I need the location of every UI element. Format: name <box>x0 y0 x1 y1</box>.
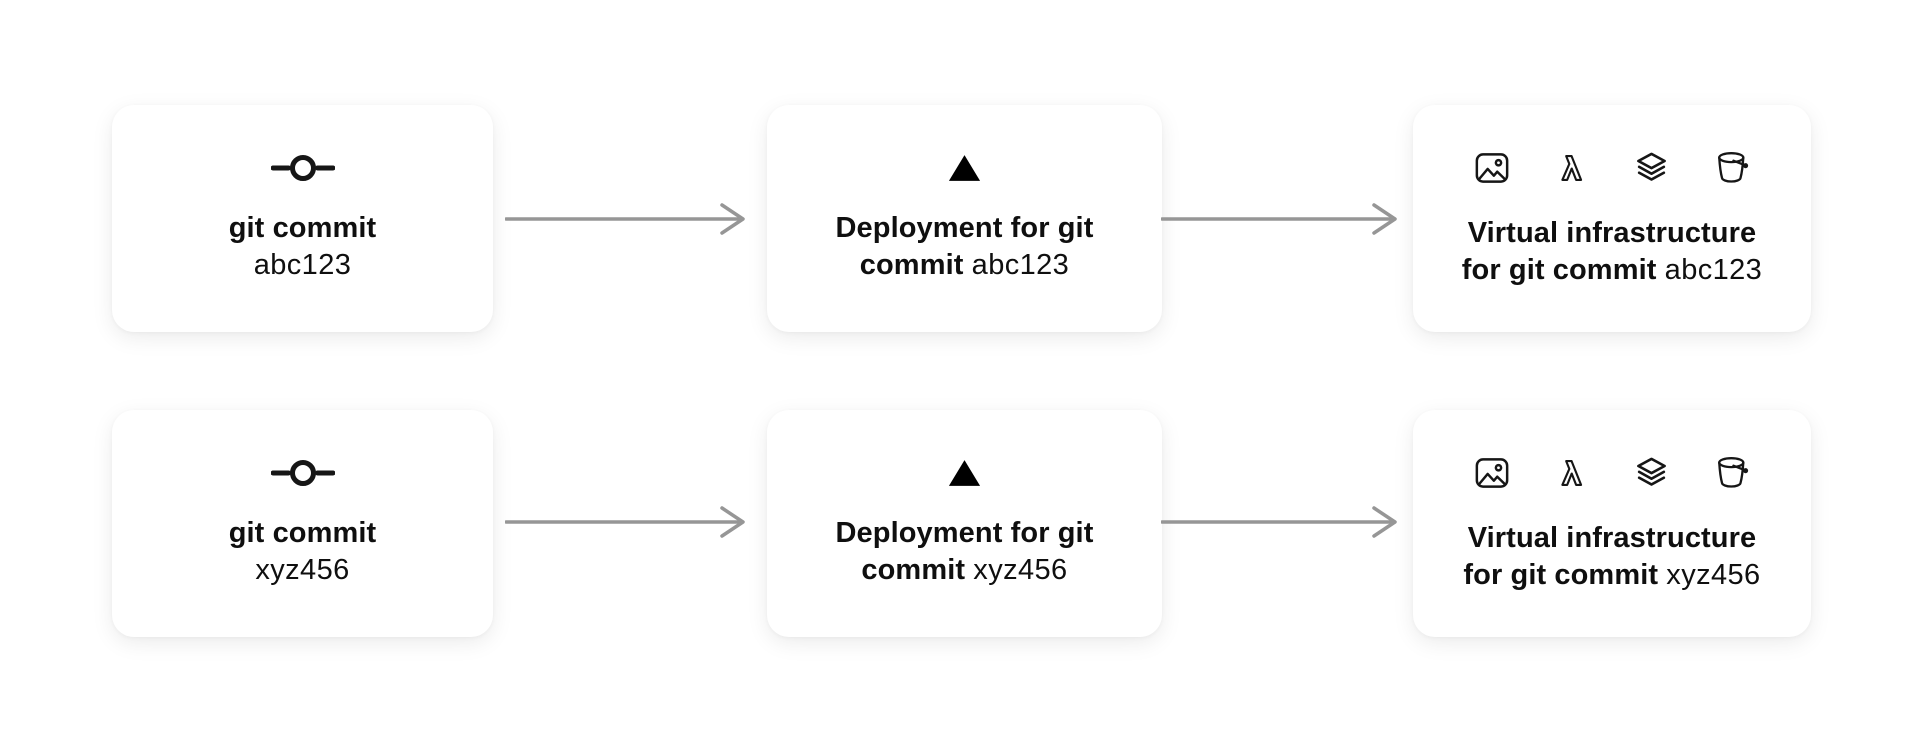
image-icon <box>1475 457 1509 488</box>
infra-label-line1: Virtual infrastructure <box>1467 521 1757 554</box>
deployment-node: Deployment for git commit abc123 <box>767 105 1162 332</box>
commit-label: git commit <box>228 516 377 549</box>
deployment-hash: xyz456 <box>973 553 1068 586</box>
node-label: Deployment for git commit abc123 <box>836 210 1094 284</box>
bucket-icon <box>1718 457 1749 488</box>
lambda-icon <box>1561 154 1583 181</box>
node-label: Virtual infrastructure for git commit ab… <box>1462 215 1762 289</box>
image-icon <box>1475 152 1509 183</box>
deployment-label-line2: commit <box>859 248 964 281</box>
git-commit-icon <box>270 154 335 181</box>
commit-label: git commit <box>228 211 377 244</box>
commit-hash: xyz456 <box>255 553 350 586</box>
infra-label-line2: for git commit <box>1463 558 1659 591</box>
infra-icon-row <box>1473 454 1751 492</box>
infra-label-line2: for git commit <box>1461 253 1657 286</box>
commit-hash: abc123 <box>253 248 352 281</box>
node-label: git commit xyz456 <box>229 515 377 589</box>
deployment-label-line2: commit <box>861 553 966 586</box>
deployment-hash: abc123 <box>971 248 1070 281</box>
git-commit-node: git commit abc123 <box>112 105 493 332</box>
flow-arrow <box>1161 203 1397 235</box>
infra-hash: xyz456 <box>1666 558 1761 591</box>
vercel-triangle-icon <box>948 459 981 486</box>
lambda-icon <box>1561 459 1583 486</box>
bucket-icon <box>1718 152 1749 183</box>
deployment-label-line1: Deployment for git <box>835 516 1094 549</box>
layers-icon <box>1637 152 1666 181</box>
node-label: Virtual infrastructure for git commit xy… <box>1463 520 1760 594</box>
infra-hash: abc123 <box>1664 253 1763 286</box>
node-label: git commit abc123 <box>229 210 377 284</box>
git-commit-icon <box>270 459 335 486</box>
layers-icon <box>1637 457 1666 486</box>
deployment-label-line1: Deployment for git <box>835 211 1094 244</box>
flow-arrow <box>505 506 745 538</box>
infra-label-line1: Virtual infrastructure <box>1467 216 1757 249</box>
infrastructure-node: Virtual infrastructure for git commit ab… <box>1413 105 1811 332</box>
node-label: Deployment for git commit xyz456 <box>836 515 1094 589</box>
vercel-triangle-icon <box>948 154 981 181</box>
infra-icon-row <box>1473 149 1751 187</box>
flow-arrow <box>505 203 745 235</box>
flow-arrow <box>1161 506 1397 538</box>
git-commit-node: git commit xyz456 <box>112 410 493 637</box>
deployment-node: Deployment for git commit xyz456 <box>767 410 1162 637</box>
infrastructure-node: Virtual infrastructure for git commit xy… <box>1413 410 1811 637</box>
